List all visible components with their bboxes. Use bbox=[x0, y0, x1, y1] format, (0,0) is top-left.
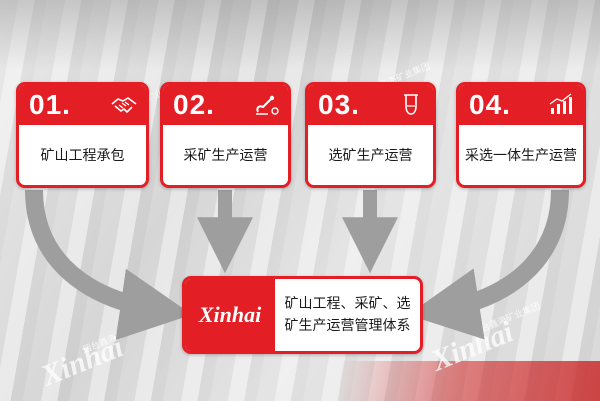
step-label: 矿山工程承包 bbox=[40, 148, 125, 164]
shovel-icon bbox=[256, 95, 279, 115]
step-label: 采选一体生产运营 bbox=[465, 148, 577, 164]
step-number: 03. bbox=[318, 89, 360, 120]
result-box: Xinhai 矿山工程、采矿、选 矿生产运营管理体系 bbox=[182, 276, 423, 354]
result-line-1: 矿山工程、采矿、选 bbox=[284, 296, 411, 312]
step-card-header: 01. bbox=[19, 85, 146, 125]
step-number: 01. bbox=[29, 89, 71, 120]
flask-icon bbox=[404, 94, 418, 115]
step-number: 02. bbox=[173, 89, 215, 120]
step-card-header: 02. bbox=[163, 85, 288, 125]
result-line-2: 矿生产运营管理体系 bbox=[284, 318, 411, 334]
brand-logo-box: Xinhai bbox=[185, 279, 275, 351]
result-text: 矿山工程、采矿、选 矿生产运营管理体系 bbox=[275, 279, 420, 351]
step-label: 采矿生产运营 bbox=[183, 148, 268, 164]
step-number: 04. bbox=[469, 89, 511, 120]
step-card-3: 03. 选矿生产运营 bbox=[305, 82, 436, 188]
brand-logo: Xinhai bbox=[198, 302, 262, 327]
bar-chart-icon bbox=[549, 93, 572, 114]
step-card-1: 01. 矿山工程承包 bbox=[16, 82, 149, 188]
step-card-4: 04. 采选一体生产运营 bbox=[456, 82, 586, 188]
arrow-step1-to-result bbox=[25, 189, 193, 341]
step-card-header: 03. bbox=[308, 85, 433, 125]
background-red-accent bbox=[340, 361, 600, 401]
step-card-2: 02. 采矿生产运营 bbox=[160, 82, 291, 188]
step-label: 选矿生产运营 bbox=[328, 148, 413, 164]
handshake-icon bbox=[111, 97, 137, 113]
step-card-header: 04. bbox=[459, 85, 583, 125]
arrow-step4-to-result bbox=[407, 189, 569, 340]
background-shade bbox=[0, 0, 600, 70]
